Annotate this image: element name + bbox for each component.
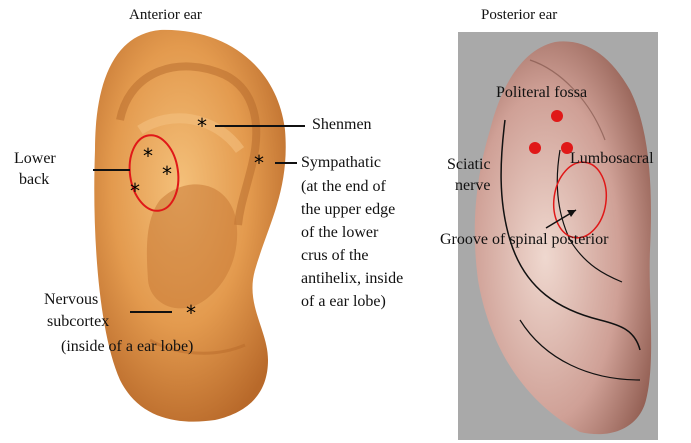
subcortex-point: * <box>186 301 196 325</box>
sympathetic-note-6: of a ear lobe) <box>301 293 386 311</box>
posterior-ear-title: Posterior ear <box>481 6 557 24</box>
shenmen-point: * <box>197 114 207 138</box>
sciatic-label-line2: nerve <box>455 177 491 195</box>
lumbosacral-label: Lumbosacral <box>570 150 654 168</box>
nervous-label-line1: Nervous <box>44 291 98 309</box>
lower-back-point-1: * <box>143 144 153 168</box>
sciatic-nerve-point <box>529 142 541 154</box>
lower-back-label-line1: Lower <box>14 150 56 168</box>
shenmen-label: Shenmen <box>312 116 372 134</box>
sympathetic-note-4: crus of the <box>301 247 369 265</box>
nervous-label-line2: subcortex <box>47 313 109 331</box>
sciatic-label-line1: Sciatic <box>447 156 491 174</box>
lower-back-point-2: * <box>162 162 172 186</box>
groove-label: Groove of spinal posterior <box>440 231 608 249</box>
sympathetic-note-5: antihelix, inside <box>301 270 403 288</box>
nervous-note: (inside of a ear lobe) <box>61 338 193 356</box>
sympathetic-point: * <box>254 151 264 175</box>
sympathetic-note-1: (at the end of <box>301 178 386 196</box>
sympathetic-note-2: the upper edge <box>301 201 395 219</box>
sympathetic-note-3: of the lower <box>301 224 378 242</box>
lower-back-label-line2: back <box>19 171 49 189</box>
anterior-ear: * * * * * * <box>93 30 305 422</box>
politeral-fossa-label: Politeral fossa <box>496 84 587 102</box>
politeral-fossa-point <box>551 110 563 122</box>
anterior-ear-title: Anterior ear <box>129 6 202 24</box>
sympathetic-label: Sympathatic <box>301 154 381 172</box>
lower-back-point-3: * <box>130 179 140 203</box>
